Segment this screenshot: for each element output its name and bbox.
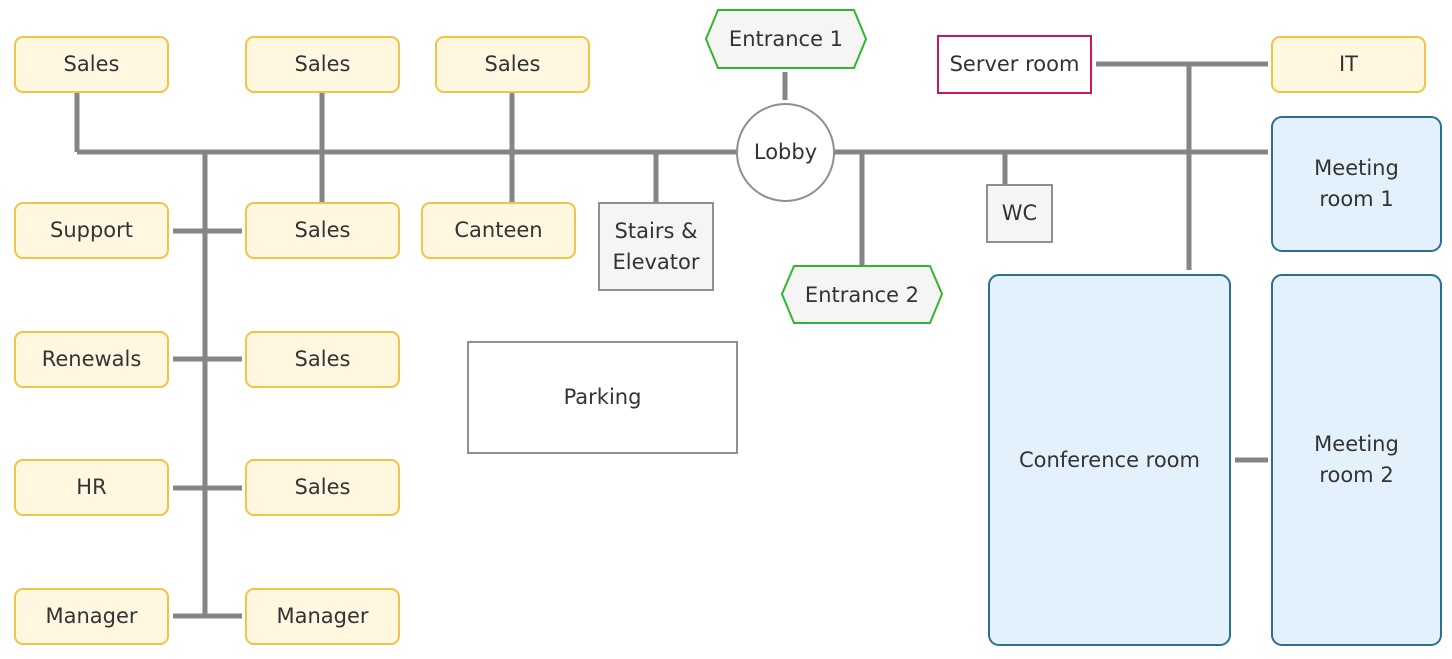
room-label: Sales — [294, 52, 351, 76]
entrance-2-shape — [780, 265, 944, 324]
room-label: Sales — [294, 347, 351, 371]
room-label: Renewals — [41, 347, 142, 371]
room-manager-right[interactable]: Manager — [245, 588, 400, 645]
room-label: Server room — [949, 52, 1080, 76]
room-lobby[interactable]: Lobby — [736, 103, 835, 202]
room-sales-mid-3[interactable]: Sales — [245, 459, 400, 516]
room-label: Support — [49, 218, 133, 242]
room-label: Sales — [484, 52, 541, 76]
room-it[interactable]: IT — [1271, 36, 1426, 93]
room-label: Sales — [294, 218, 351, 242]
room-stairs-elevator[interactable]: Stairs & Elevator — [598, 202, 714, 291]
room-label: Sales — [294, 475, 351, 499]
room-label: Sales — [63, 52, 120, 76]
room-sales-top-2[interactable]: Sales — [245, 36, 400, 93]
room-sales-top-3[interactable]: Sales — [435, 36, 590, 93]
room-meeting-1[interactable]: Meeting room 1 — [1271, 116, 1442, 252]
room-renewals[interactable]: Renewals — [14, 331, 169, 388]
room-server[interactable]: Server room — [937, 35, 1092, 94]
room-label-line-1: Meeting — [1314, 156, 1399, 180]
room-conference[interactable]: Conference room — [988, 274, 1231, 646]
room-label: Manager — [276, 604, 369, 628]
room-label: Canteen — [454, 218, 543, 242]
entrance-1-shape — [704, 9, 868, 69]
room-manager-left[interactable]: Manager — [14, 588, 169, 645]
room-wc[interactable]: WC — [986, 184, 1053, 243]
room-label: Conference room — [1018, 447, 1200, 472]
room-label-line-1: Stairs & — [614, 218, 698, 243]
room-label: WC — [1001, 201, 1038, 225]
room-hr[interactable]: HR — [14, 459, 169, 516]
room-label: IT — [1338, 52, 1359, 76]
room-label-line-1: Meeting — [1314, 432, 1399, 456]
room-meeting-2[interactable]: Meeting room 2 — [1271, 274, 1442, 646]
room-support[interactable]: Support — [14, 202, 169, 259]
area-parking[interactable]: Parking — [467, 341, 738, 454]
room-sales-mid-1[interactable]: Sales — [245, 202, 400, 259]
room-sales-top-1[interactable]: Sales — [14, 36, 169, 93]
room-sales-mid-2[interactable]: Sales — [245, 331, 400, 388]
room-label-line-2: Elevator — [612, 249, 700, 274]
room-label-line-2: room 2 — [1319, 463, 1394, 487]
room-label: HR — [76, 475, 107, 499]
room-label: Parking — [563, 385, 642, 409]
room-label: Manager — [45, 604, 138, 628]
room-label: Lobby — [753, 140, 818, 164]
room-label-line-2: room 1 — [1319, 187, 1394, 211]
room-canteen[interactable]: Canteen — [421, 202, 576, 259]
